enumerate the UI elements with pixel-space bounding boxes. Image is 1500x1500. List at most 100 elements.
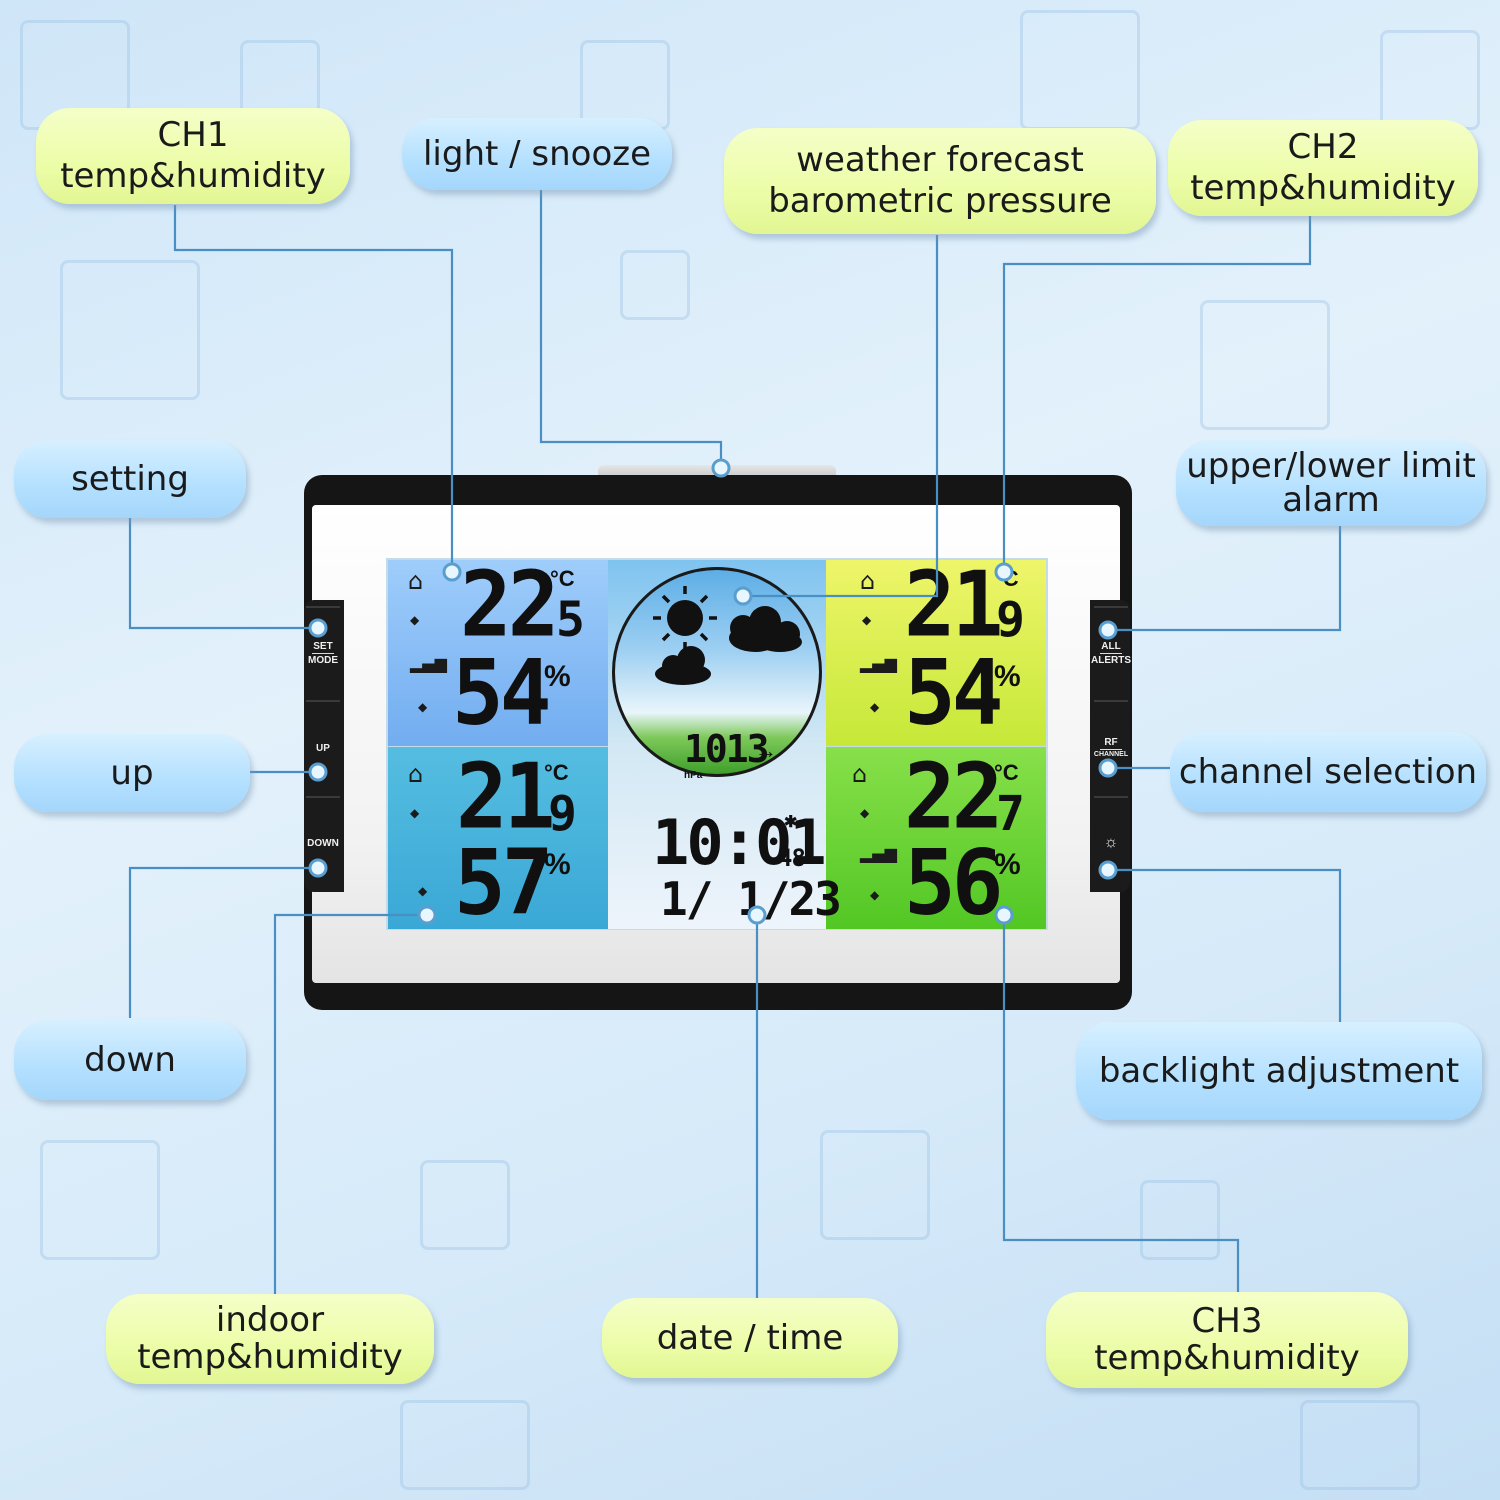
marker-dot xyxy=(1098,758,1118,778)
bg-square xyxy=(820,1130,930,1240)
marker-dot xyxy=(994,562,1014,582)
callout-channel-label: channel selection xyxy=(1178,751,1478,792)
callout-alarm: upper/lower limit alarm xyxy=(1176,440,1486,526)
bg-square xyxy=(60,260,200,400)
indoor-humidity: 57 xyxy=(454,830,554,936)
marker-dot xyxy=(308,762,328,782)
set-label: SET xyxy=(313,640,333,652)
ch2-temp-int: 21 xyxy=(904,552,1004,658)
callout-ch1-subtitle: temp&humidity xyxy=(60,156,326,196)
indoor-panel xyxy=(388,747,608,929)
ch3-temp-unit: °C xyxy=(994,760,1019,785)
indoor-house-icon: ⌂ xyxy=(408,760,424,788)
down-button[interactable]: DOWN xyxy=(306,796,340,888)
leader-setting xyxy=(128,518,318,630)
pressure-value: 1013 xyxy=(684,727,770,771)
time-value: 10:01 xyxy=(652,806,827,879)
sun-icon: ☼ xyxy=(1103,834,1119,852)
ch2-humidity: 54 xyxy=(904,640,1004,746)
marker-dot xyxy=(733,586,753,606)
sun-icon xyxy=(653,586,717,650)
alert-bell-icon: ◆ xyxy=(870,700,880,714)
marker-dot xyxy=(1098,620,1118,640)
ch3-temp-int: 22 xyxy=(904,744,1004,850)
callout-ch2: CH2 temp&humidity xyxy=(1168,120,1478,216)
bg-square xyxy=(400,1400,530,1490)
callout-alarm-line2: alarm xyxy=(1282,480,1380,520)
callout-ch1-title: CH1 xyxy=(157,115,229,156)
bg-square xyxy=(1200,300,1330,430)
marker-dot xyxy=(308,858,328,878)
callout-light-snooze-label: light / snooze xyxy=(422,133,652,174)
leader-ch2 xyxy=(1002,215,1312,572)
pressure-unit: hPa xyxy=(684,770,703,781)
ch1-panel xyxy=(388,560,608,746)
left-button-strip xyxy=(304,600,344,892)
alert-bell-icon: ◆ xyxy=(418,700,428,714)
bg-square xyxy=(40,1140,160,1260)
right-button-strip xyxy=(1090,600,1130,892)
bg-square xyxy=(1300,1400,1420,1490)
weather-icons xyxy=(653,586,802,685)
signal-icon: ▂▄▆ xyxy=(860,844,897,863)
callout-down-label: down xyxy=(84,1039,176,1080)
callout-backlight-label: backlight adjustment xyxy=(1098,1050,1460,1091)
all-alerts-button[interactable]: ALL ALERTS xyxy=(1091,606,1131,698)
bg-square xyxy=(1140,1180,1220,1260)
all-label: ALL xyxy=(1101,640,1121,652)
ch1-temp-int: 22 xyxy=(460,552,560,658)
callout-ch1: CH1 temp&humidity xyxy=(36,108,350,204)
callout-forecast-line1: weather forecast xyxy=(796,140,1084,181)
leader-backlight xyxy=(1108,868,1342,1022)
callout-down: down xyxy=(14,1020,246,1100)
callout-ch3: CH3 temp&humidity xyxy=(1046,1292,1408,1388)
leader-down xyxy=(128,866,318,1018)
ch3-humidity: 56 xyxy=(904,830,1004,936)
callout-datetime-label: date / time xyxy=(656,1317,844,1358)
callout-alarm-line1: upper/lower limit xyxy=(1186,446,1476,486)
rf-label: RF xyxy=(1104,737,1118,749)
callout-indoor: indoor temp&humidity xyxy=(106,1294,434,1384)
signal-icon: ▂▄▆ xyxy=(410,654,447,673)
alarm-icon: ✱ xyxy=(784,814,798,831)
callout-forecast-line2: barometric pressure xyxy=(768,181,1112,221)
mode-label: MODE xyxy=(308,654,338,666)
callout-ch3-title: CH3 xyxy=(1191,1300,1263,1341)
set-mode-button[interactable]: SET MODE xyxy=(306,606,340,698)
alert-bell-icon: ◆ xyxy=(410,613,420,627)
marker-dot xyxy=(308,618,328,638)
house-icon: ⌂ xyxy=(408,567,424,595)
callout-setting: setting xyxy=(14,440,246,518)
leader-ch1 xyxy=(173,205,454,572)
callout-light-snooze: light / snooze xyxy=(402,118,672,190)
alert-bell-icon: ◆ xyxy=(860,806,870,820)
signal-icon: ▂▄▆ xyxy=(860,654,897,673)
leader-light-snooze xyxy=(539,190,723,468)
trend-arrow-icon: → xyxy=(755,738,777,763)
rf-channel-button[interactable]: RF CHANNEL xyxy=(1094,700,1128,794)
alerts-label: ALERTS xyxy=(1091,654,1131,666)
marker-dot xyxy=(711,458,731,478)
indoor-temp-int: 21 xyxy=(456,744,556,850)
alert-bell-icon: ◆ xyxy=(410,806,420,820)
ch1-temp-dec: 5 xyxy=(556,592,585,648)
marker-dot xyxy=(442,562,462,582)
backlight-button[interactable]: ☼ xyxy=(1094,796,1128,888)
callout-indoor-line2: temp&humidity xyxy=(137,1337,403,1377)
house-icon: ⌂ xyxy=(860,567,876,595)
cloud-icon xyxy=(729,606,802,652)
ch3-panel xyxy=(826,747,1046,929)
ch3-hum-unit: % xyxy=(994,848,1021,881)
callout-up-label: up xyxy=(110,752,154,793)
marker-dot xyxy=(994,905,1014,925)
indoor-hum-unit: % xyxy=(544,848,571,881)
callout-setting-label: setting xyxy=(71,458,189,499)
up-button[interactable]: UP xyxy=(306,700,340,794)
callout-forecast: weather forecast barometric pressure xyxy=(724,128,1156,234)
leader-indoor xyxy=(273,913,427,1294)
down-label: DOWN xyxy=(307,837,339,849)
ch1-hum-unit: % xyxy=(544,660,571,693)
callout-channel: channel selection xyxy=(1170,732,1486,812)
marker-dot xyxy=(1098,860,1118,880)
